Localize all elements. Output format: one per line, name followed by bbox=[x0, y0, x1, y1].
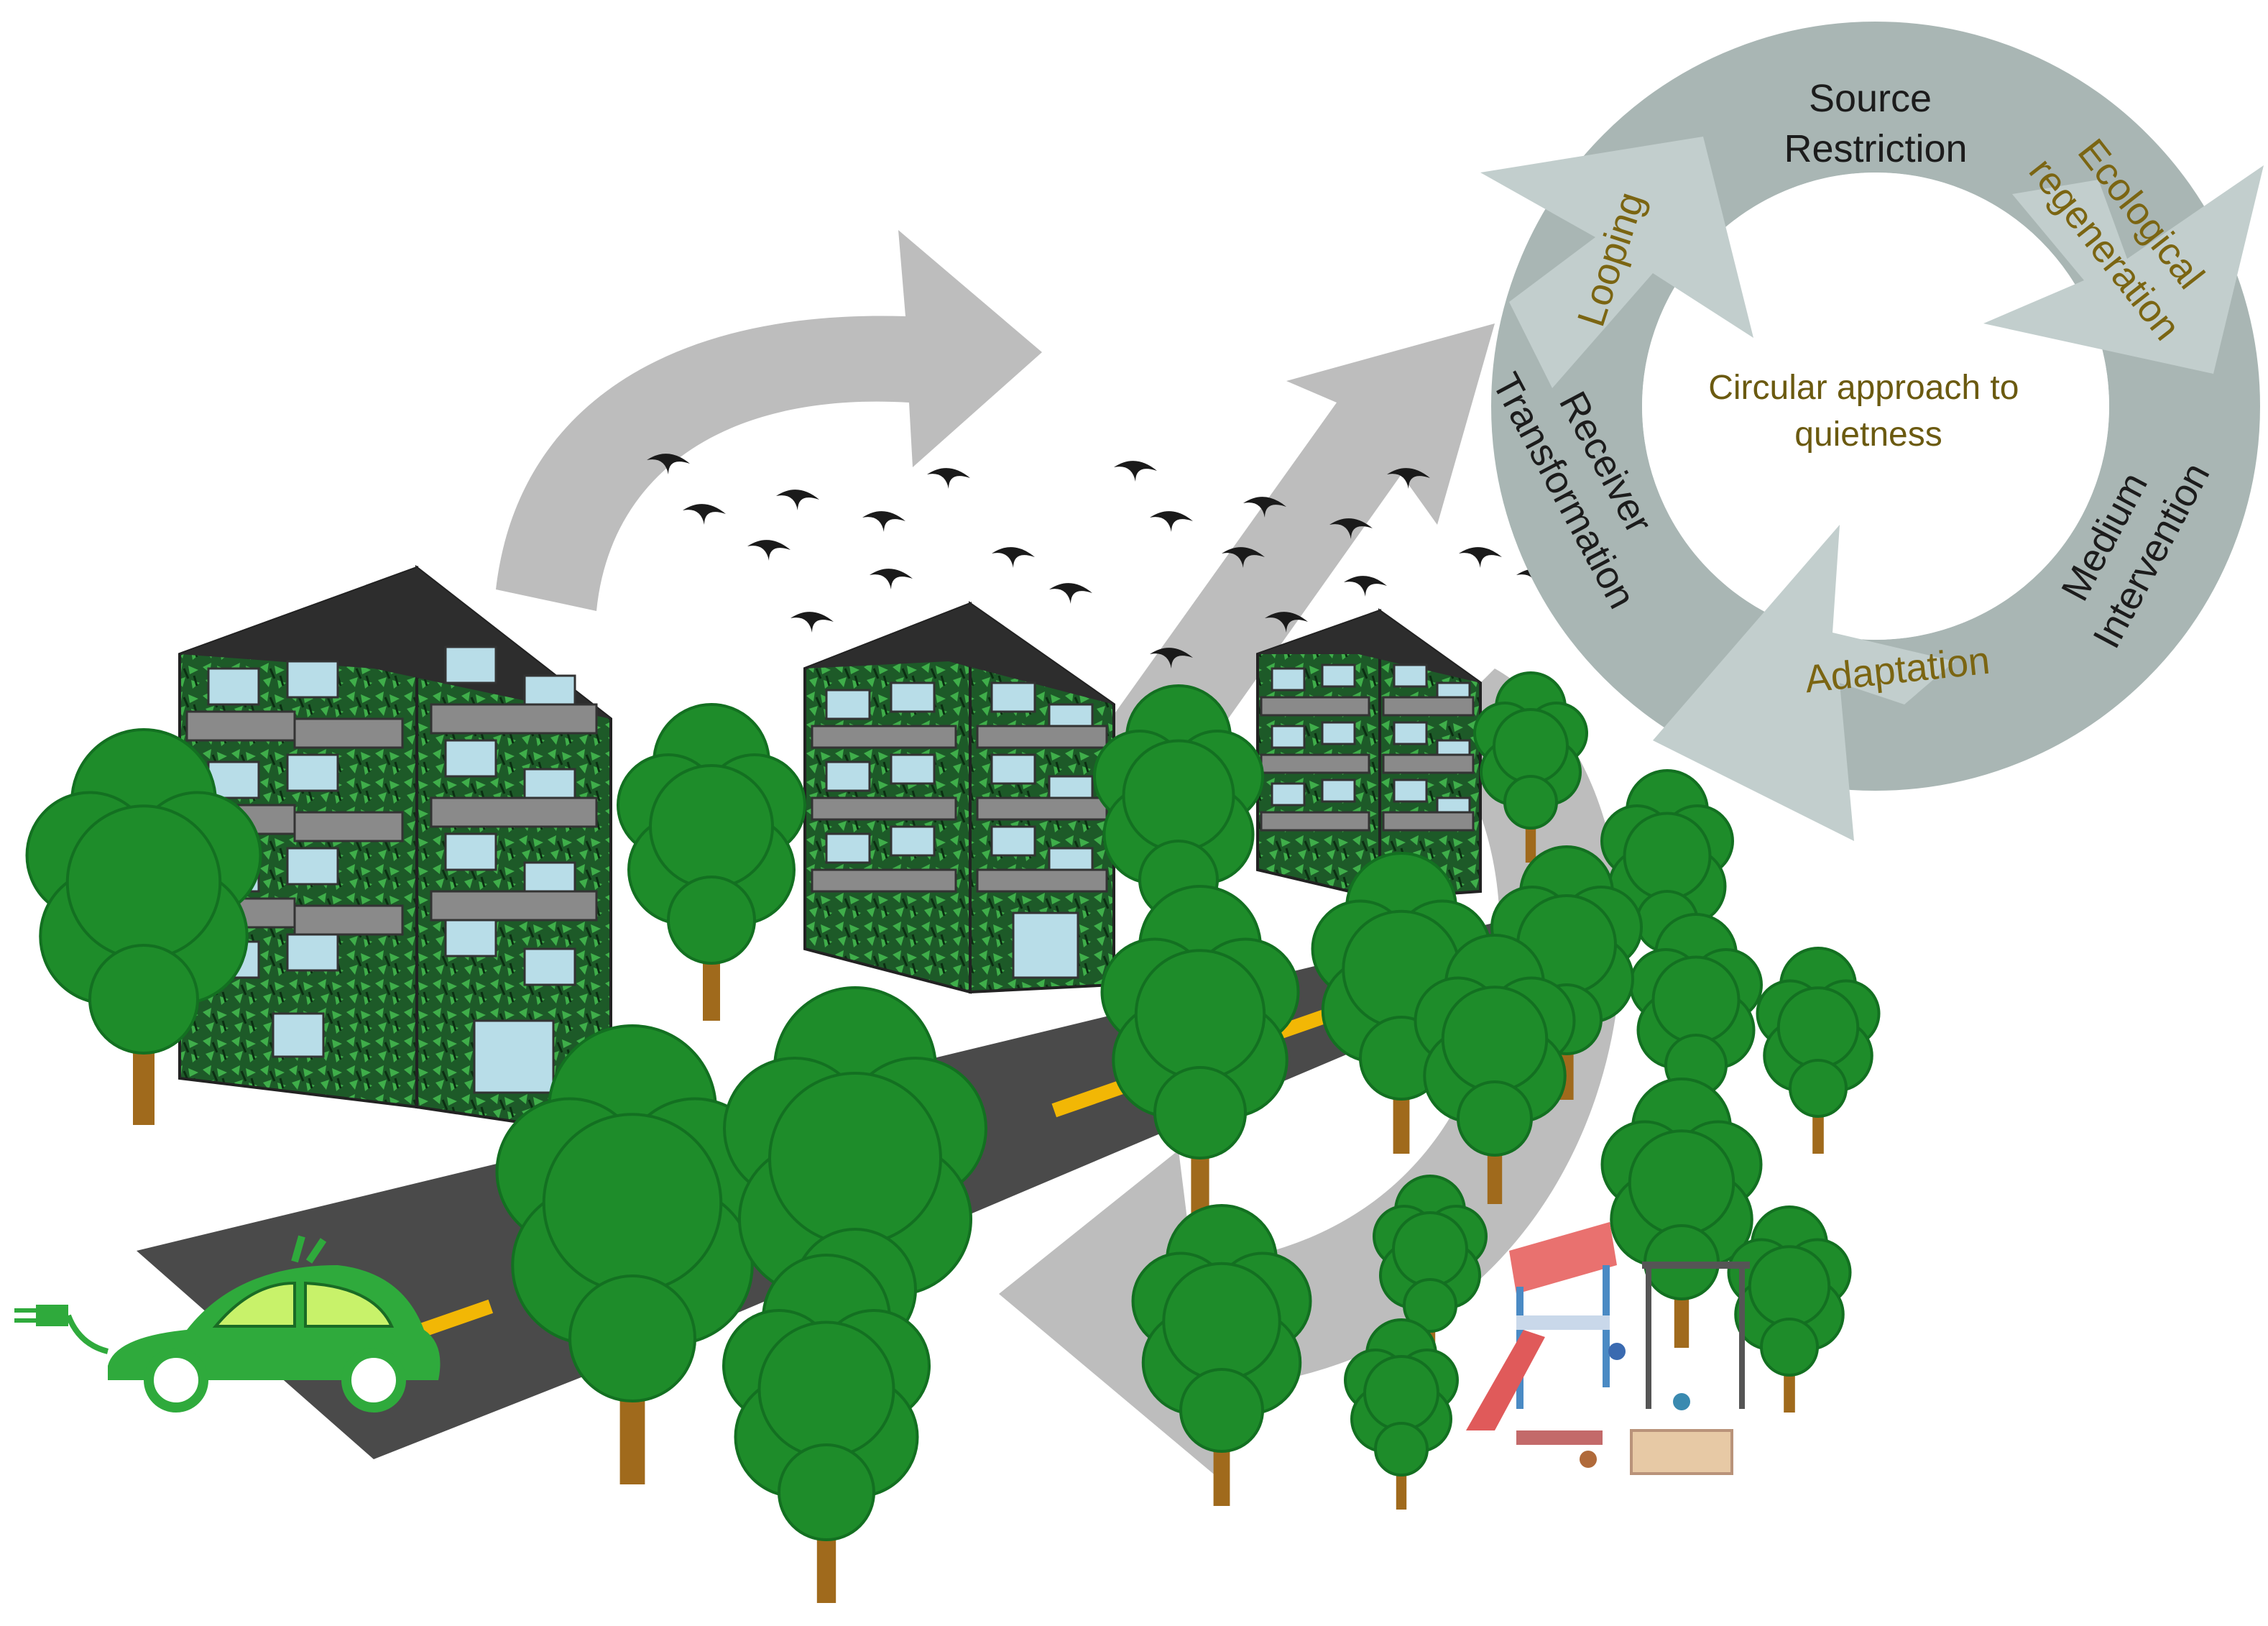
bird-icon bbox=[776, 490, 819, 510]
playground-icon bbox=[1466, 1222, 1750, 1475]
bird-icon bbox=[1265, 612, 1308, 633]
bird-icon bbox=[1114, 461, 1157, 482]
bird-icon bbox=[790, 612, 834, 633]
cycle-center-line1: Circular approach to bbox=[1708, 369, 2019, 407]
bird-icon bbox=[862, 511, 905, 532]
bird-flock bbox=[647, 454, 1559, 669]
tree bbox=[1727, 1205, 1852, 1413]
tree bbox=[1344, 1318, 1459, 1510]
bird-icon bbox=[683, 504, 726, 525]
bird-icon bbox=[927, 468, 970, 489]
bird-icon bbox=[1049, 583, 1092, 604]
tree bbox=[723, 986, 987, 1430]
bird-icon bbox=[1344, 576, 1387, 597]
bird-icon bbox=[1150, 648, 1193, 669]
bird-icon bbox=[647, 454, 690, 474]
bird-icon bbox=[1243, 497, 1286, 518]
cycle-center-text: Circular approach to quietness bbox=[1708, 369, 2029, 454]
adaptation-arrowhead bbox=[1653, 525, 1955, 841]
tree bbox=[1473, 671, 1588, 863]
building-2 bbox=[803, 601, 1115, 994]
building-1 bbox=[178, 564, 612, 1138]
cycle-center-line2: quietness bbox=[1794, 415, 1942, 454]
electric-car bbox=[14, 1235, 441, 1413]
tree bbox=[1414, 934, 1576, 1204]
tree bbox=[722, 1254, 931, 1603]
tree bbox=[1373, 1175, 1488, 1366]
tree bbox=[617, 703, 806, 1021]
tree bbox=[495, 1024, 770, 1484]
looping-arrowhead bbox=[1480, 137, 1753, 388]
bird-icon bbox=[1387, 468, 1430, 489]
bird-icon bbox=[870, 569, 913, 589]
bird-icon bbox=[992, 547, 1035, 568]
tree bbox=[1756, 947, 1881, 1154]
plug-icon bbox=[14, 1305, 109, 1354]
ecological-arrowhead bbox=[1983, 165, 2264, 374]
tree bbox=[1600, 1078, 1763, 1348]
cycle-ring bbox=[1491, 22, 2260, 791]
bird-icon bbox=[1329, 518, 1373, 539]
tree bbox=[1100, 885, 1300, 1218]
tree bbox=[1093, 684, 1264, 970]
bird-icon bbox=[1459, 547, 1502, 568]
cycle-diagram: Circular approach to quietness Source Re… bbox=[1480, 22, 2264, 841]
tree bbox=[1629, 913, 1763, 1136]
upper-loop-arrow bbox=[496, 230, 1042, 611]
tree bbox=[25, 728, 262, 1125]
trees bbox=[25, 671, 1881, 1603]
bird-icon bbox=[1150, 511, 1193, 532]
source-restriction-label: Source Restriction bbox=[1784, 77, 1967, 170]
bird-icon bbox=[1222, 547, 1265, 568]
bird-icon bbox=[747, 540, 790, 561]
tree bbox=[1131, 1204, 1312, 1506]
building-3 bbox=[1256, 608, 1482, 901]
